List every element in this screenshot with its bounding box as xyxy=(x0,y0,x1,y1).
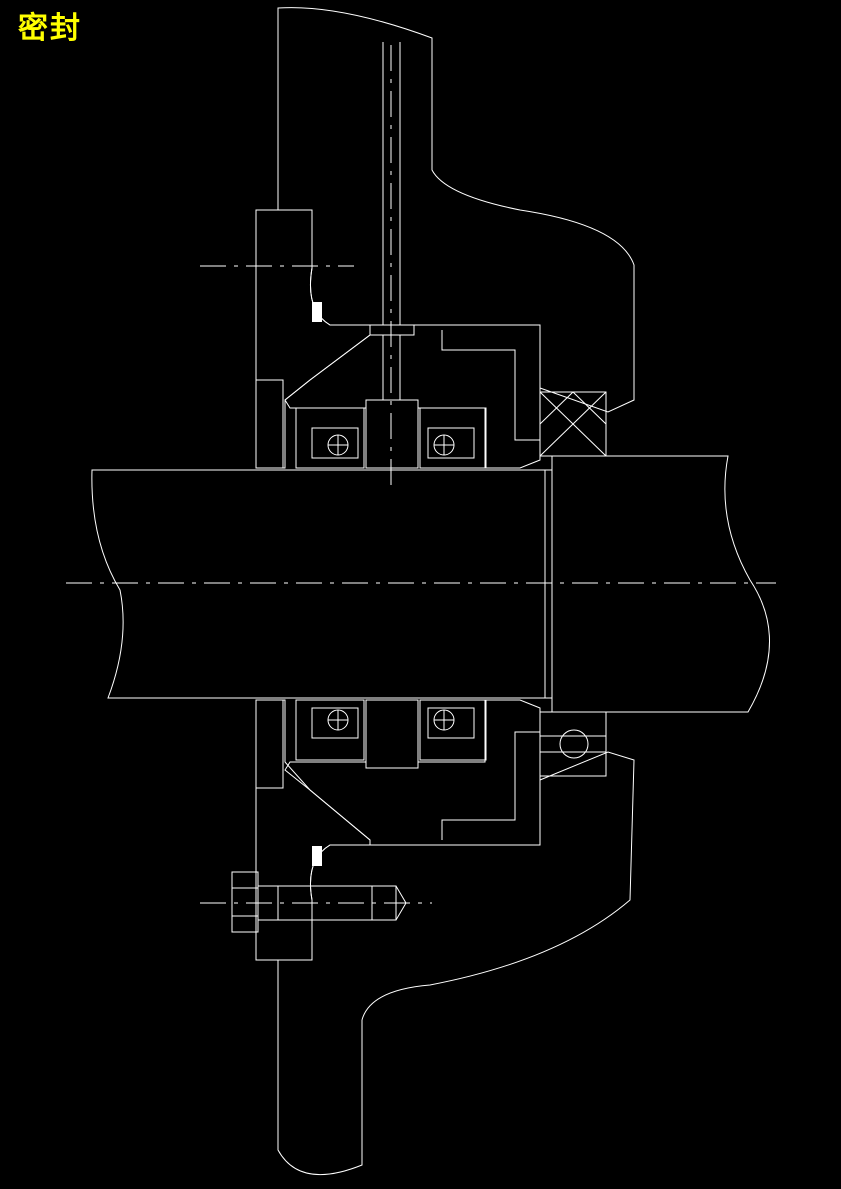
drawing-title: 密封 xyxy=(18,11,82,46)
end-cover-lower xyxy=(255,699,371,961)
bearing-seat-upper xyxy=(284,324,541,469)
housing-upper xyxy=(277,7,635,413)
shaft xyxy=(91,455,770,713)
housing-lower xyxy=(277,751,635,1176)
bearing-seat-lower xyxy=(284,699,541,846)
bearing-lower-right xyxy=(419,699,487,761)
seal-packing-upper xyxy=(539,391,607,457)
bearing-upper-left xyxy=(295,407,365,469)
oil-passage xyxy=(365,42,419,769)
centre-lines xyxy=(66,265,776,904)
hex-bolt xyxy=(231,871,407,933)
end-cover-upper xyxy=(255,209,371,469)
bearing-upper-right xyxy=(419,407,487,469)
bearing-lower-left xyxy=(295,699,365,761)
